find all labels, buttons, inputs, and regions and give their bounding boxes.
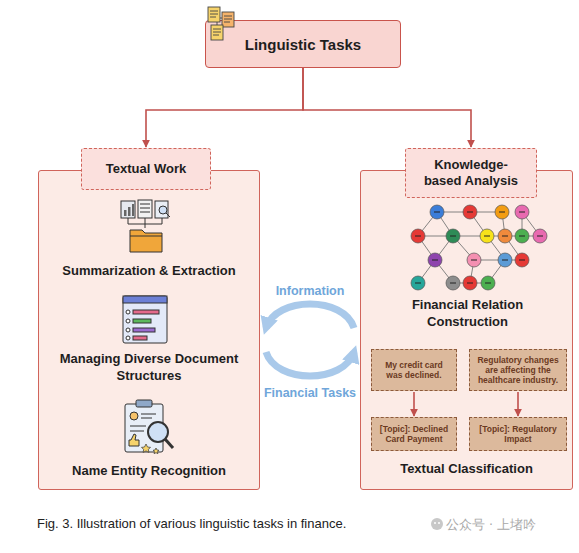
connector (303, 68, 471, 147)
heading-tab: Textual Work (81, 148, 211, 190)
panel-heading: Knowledge-based Analysis (418, 157, 524, 190)
example-box: My credit card was declined. (371, 349, 457, 391)
structure-icon (123, 296, 167, 343)
watermark: 公众号 · 上堵吟 (446, 517, 536, 534)
topic-box: [Topic]: Declined Card Payment (371, 417, 457, 451)
panel-heading: Textual Work (106, 161, 186, 177)
task-label: Textual Classification (361, 461, 572, 478)
task-label: Name Entity Recognition (45, 463, 253, 480)
edge-label: Financial Tasks (240, 386, 380, 400)
connector (266, 304, 354, 328)
connector (146, 68, 303, 147)
example-text: My credit card was declined. (376, 360, 452, 380)
heading-tab: Knowledge-based Analysis (405, 148, 537, 198)
edge-label: Information (240, 284, 380, 298)
topic-text: [Topic]: Regulatory Impact (474, 424, 562, 444)
task-label: Managing Diverse Document Structures (45, 351, 253, 385)
topic-text: [Topic]: Declined Card Payment (376, 424, 452, 444)
example-box: Regulatory changes are affecting the hea… (469, 349, 567, 391)
watermark-icon (431, 518, 443, 530)
task-label: Summarization & Extraction (45, 263, 253, 280)
example-text: Regulatory changes are affecting the hea… (474, 355, 562, 386)
figure-caption: Fig. 3. Illustration of various linguist… (37, 516, 346, 531)
task-label: Financial Relation Construction (375, 297, 560, 331)
connector (266, 352, 354, 376)
root-title: Linguistic Tasks (245, 36, 361, 53)
connector (413, 392, 415, 416)
connector (517, 392, 519, 416)
topic-box: [Topic]: Regulatory Impact (469, 417, 567, 451)
